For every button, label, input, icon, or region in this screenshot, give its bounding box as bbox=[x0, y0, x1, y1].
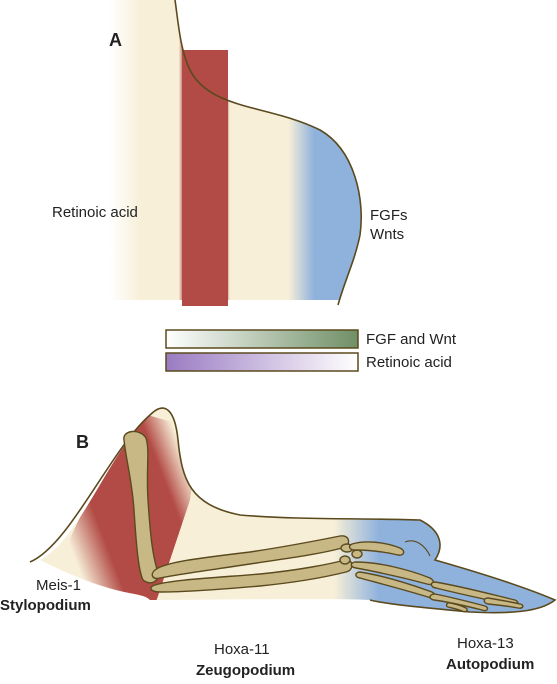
retinoic-acid-zone-band bbox=[182, 50, 228, 306]
stylopodium-label: Stylopodium bbox=[0, 597, 91, 614]
carpal-bone bbox=[351, 549, 363, 559]
zeugopodium-label: Zeugopodium bbox=[196, 662, 296, 679]
limb-bud-a bbox=[110, 0, 363, 306]
retinoic-acid-source-label: Retinoic acid bbox=[52, 204, 138, 221]
limb-b bbox=[29, 407, 557, 614]
carpal-bone bbox=[339, 555, 351, 565]
limb-bud-a-outline bbox=[174, 0, 363, 306]
hoxa-11-gene-label: Hoxa-11 bbox=[214, 641, 270, 658]
fgfs-label: FGFs bbox=[370, 207, 408, 224]
limb-skeleton bbox=[123, 430, 524, 613]
meis-1-gene-label: Meis-1 bbox=[36, 577, 82, 594]
panel-b-letter: B bbox=[76, 432, 89, 452]
phalanx-bone bbox=[429, 593, 489, 612]
wnts-label: Wnts bbox=[370, 226, 405, 243]
metacarpal-bone bbox=[348, 541, 405, 556]
fgf-wnt-gradient-bar bbox=[165, 329, 359, 349]
phalanx-bone bbox=[483, 597, 524, 609]
hoxa-13-gene-label: Hoxa-13 bbox=[457, 635, 514, 652]
retinoic-acid-gradient-bar bbox=[165, 352, 359, 372]
phalanx-bone bbox=[445, 602, 468, 613]
retinoic-acid-bar-label: Retinoic acid bbox=[366, 354, 452, 371]
autopodium-label: Autopodium bbox=[446, 656, 535, 673]
limb-b-outline-notch bbox=[404, 540, 431, 557]
panel-a-letter: A bbox=[109, 30, 122, 50]
ulna-bone bbox=[150, 559, 353, 593]
limb-bud-a-body bbox=[110, 0, 362, 300]
metacarpal-bone bbox=[355, 571, 436, 599]
metacarpal-bone bbox=[350, 561, 434, 586]
limb-b-outline bbox=[29, 407, 557, 614]
fgf-wnt-bar-label: FGF and Wnt bbox=[366, 331, 457, 348]
